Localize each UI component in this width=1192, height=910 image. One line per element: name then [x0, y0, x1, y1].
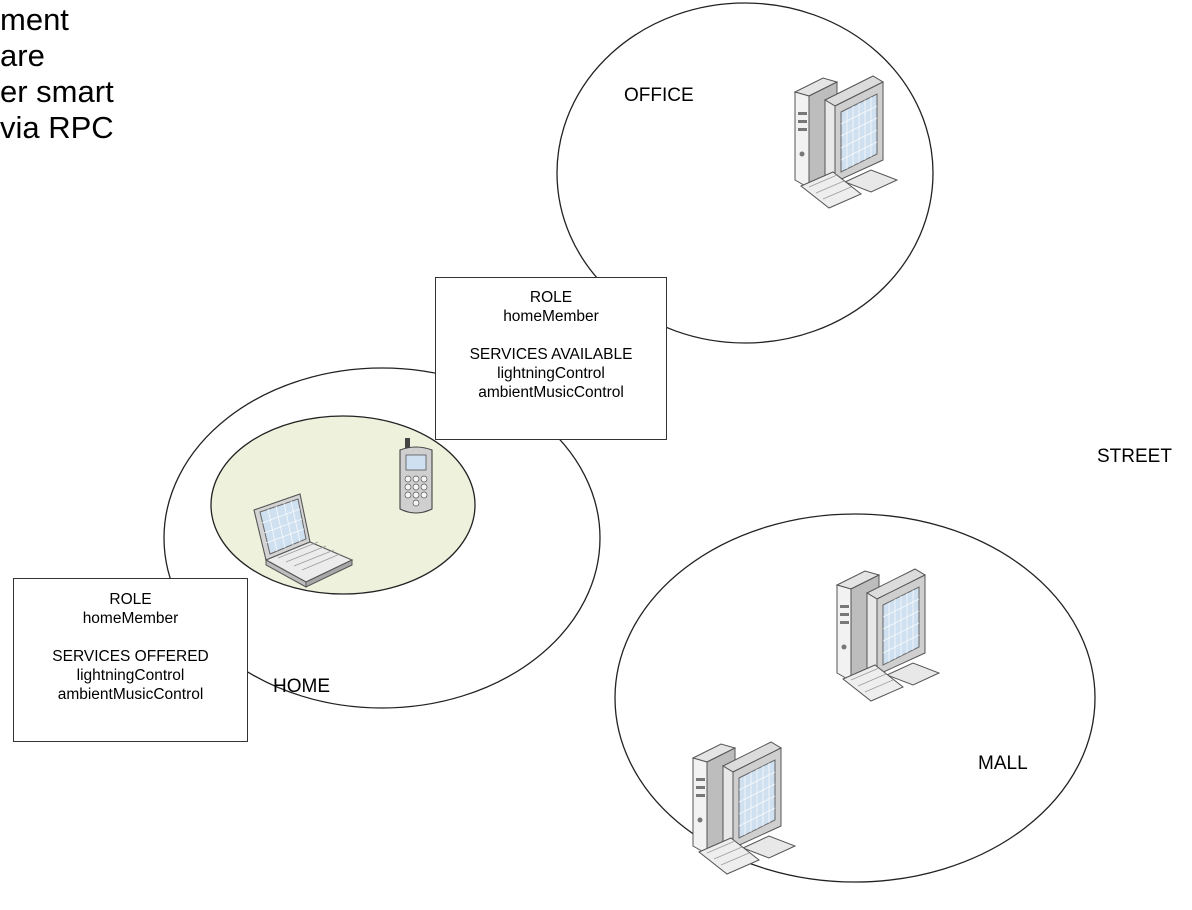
services-header: SERVICES AVAILABLE [469, 346, 633, 363]
laptop-icon [253, 493, 354, 588]
service-item: ambientMusicControl [57, 686, 204, 703]
role-value: homeMember [82, 610, 179, 627]
intro-line: er smart [0, 74, 114, 109]
street-label: STREET [1097, 446, 1172, 467]
service-item: lightningControl [76, 667, 185, 684]
role-header: ROLE [529, 289, 573, 306]
service-item: ambientMusicControl [478, 384, 624, 401]
intro-line: ment [0, 2, 69, 37]
mall-zone [614, 513, 1096, 883]
service-item: lightningControl [497, 365, 605, 382]
desktop-computer-icon [835, 568, 941, 702]
home-zone [163, 367, 601, 709]
office-label: OFFICE [624, 85, 694, 106]
services-header: SERVICES OFFERED [52, 648, 209, 665]
desktop-computer-icon [793, 75, 899, 209]
role-header: ROLE [109, 591, 152, 608]
office-zone [556, 2, 934, 344]
intro-text: ment are er smart via RPC [0, 0, 200, 220]
services-offered-box: ROLE homeMember SERVICES OFFERED lightni… [13, 578, 248, 742]
mobile-phone-icon [399, 438, 433, 514]
intro-line: are [0, 38, 45, 73]
home-label: HOME [273, 676, 330, 697]
services-available-box: ROLE homeMember SERVICES AVAILABLE light… [435, 277, 667, 440]
desktop-computer-icon [691, 741, 797, 875]
mall-label: MALL [978, 753, 1028, 774]
intro-line: via RPC [0, 110, 114, 145]
role-value: homeMember [503, 308, 599, 325]
